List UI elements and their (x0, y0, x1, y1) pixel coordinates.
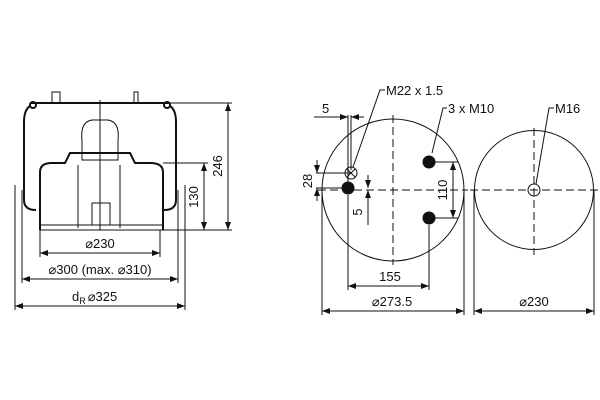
side-view: 246 130 ⌀230 ⌀300 (max. ⌀310) dR⌀325 (14, 91, 232, 310)
top-plate-view: M22 x 1.5 3 x M10 5 28 5 110 155 ⌀273.5 (300, 83, 494, 315)
dim-piston-diameter: ⌀230 (85, 236, 115, 251)
stud (133, 91, 139, 104)
label-air-inlet: M22 x 1.5 (386, 83, 443, 98)
bellow-right (163, 105, 177, 211)
dim-height-246: 246 (210, 155, 225, 177)
dim-bellow-diameter: ⌀300 (max. ⌀310) (48, 262, 151, 277)
dim-piston-base-diameter: ⌀230 (519, 294, 549, 309)
label-studs: 3 x M10 (448, 101, 494, 116)
dim-stud-spacing-horizontal: 155 (379, 269, 401, 284)
dim-stud-spacing-vertical: 110 (435, 180, 450, 201)
stud-hole (422, 155, 436, 169)
dim-top-plate-diameter: ⌀273.5 (372, 294, 412, 309)
bump-stop (81, 119, 119, 161)
dim-rolling-diameter: dR⌀325 (72, 289, 117, 306)
piston-bolt (91, 202, 111, 226)
dim-height-130: 130 (186, 186, 201, 208)
air-fitting (51, 91, 61, 104)
piston (39, 152, 164, 230)
bottom-view: M16 ⌀230 (470, 101, 600, 315)
dim-offset-y: 28 (300, 174, 315, 188)
stud-hole (422, 211, 436, 225)
dim-offset-small: 5 (350, 208, 365, 215)
dim-offset-x: 5 (322, 101, 329, 116)
bellow-left (23, 105, 37, 211)
thread-hole (527, 183, 541, 197)
label-thread: M16 (555, 101, 580, 116)
